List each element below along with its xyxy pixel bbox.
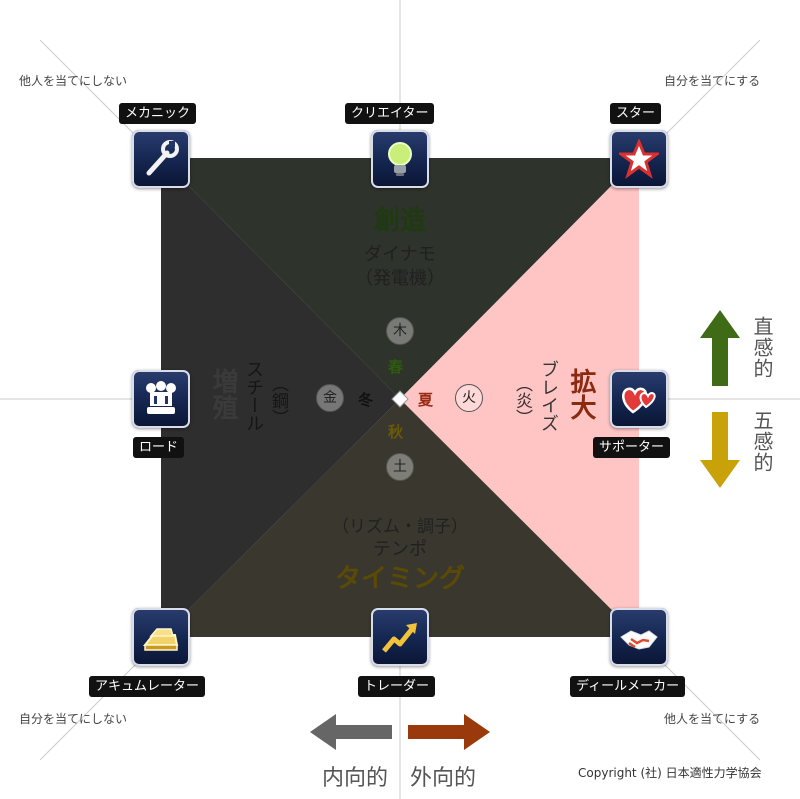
extrovert-arrow-icon <box>408 714 490 750</box>
left-triangle-shade <box>161 158 400 637</box>
intuitive-label: 直感的 <box>750 316 774 379</box>
chess-crown-icon[interactable] <box>132 370 190 428</box>
top-left-note: 他人を当てにしない <box>19 74 128 88</box>
badge-dealmaker[interactable]: ディールメーカー <box>570 676 686 697</box>
metal-circle: 金 <box>316 384 344 412</box>
left-sub: スチール <box>243 360 264 432</box>
introvert-arrow-icon <box>310 714 392 750</box>
badge-creator[interactable]: クリエイター <box>345 103 435 124</box>
sensory-label: 五感的 <box>750 410 774 473</box>
bottom-sub2: （リズム・調子） <box>332 517 468 537</box>
right-triangle <box>400 158 639 637</box>
star-icon[interactable] <box>610 130 668 188</box>
right-sub: ブレイズ <box>538 360 559 432</box>
badge-lord[interactable]: ロード <box>133 437 185 458</box>
badge-mechanic[interactable]: メカニック <box>119 103 197 124</box>
badge-star[interactable]: スター <box>610 103 662 124</box>
top-sub: ダイナモ <box>364 244 436 265</box>
wrench-icon[interactable] <box>132 130 190 188</box>
badge-trader[interactable]: トレーダー <box>358 676 436 697</box>
bottom-left-note: 自分を当てにしない <box>19 712 128 726</box>
handshake-icon[interactable] <box>610 608 668 666</box>
earth-circle: 土 <box>386 453 414 481</box>
extrovert-label: 外向的 <box>410 766 477 791</box>
wood-circle: 木 <box>386 317 414 345</box>
winter-label: 冬 <box>358 391 374 409</box>
top-right-note: 自分を当てにする <box>664 74 761 88</box>
left-title: 増殖 <box>208 368 238 420</box>
fire-circle: 火 <box>455 384 483 412</box>
intuitive-arrow-icon <box>700 310 740 386</box>
top-triangle <box>161 158 639 399</box>
copyright-text: Copyright (社) 日本適性力学協会 <box>578 766 762 780</box>
bottom-title: タイミング <box>334 564 465 594</box>
introvert-label: 内向的 <box>322 766 389 791</box>
top-title: 創造 <box>373 206 426 236</box>
autumn-label: 秋 <box>388 423 404 441</box>
summer-label: 夏 <box>418 391 434 409</box>
spring-label: 春 <box>388 358 404 376</box>
right-sub2: （炎） <box>512 375 532 426</box>
top-sub2: （発電機） <box>355 268 445 289</box>
bottom-triangle <box>161 399 639 637</box>
lightbulb-icon[interactable] <box>371 130 429 188</box>
hearts-icon[interactable] <box>610 370 668 428</box>
left-sub2: （鋼） <box>268 375 288 426</box>
bottom-right-note: 他人を当てにする <box>664 712 761 726</box>
sensory-arrow-icon <box>700 412 740 488</box>
gold-bar-icon[interactable] <box>132 608 190 666</box>
trend-arrow-icon[interactable] <box>371 608 429 666</box>
right-title: 拡大 <box>566 368 596 420</box>
center-diamond-icon <box>391 390 409 408</box>
badge-accumulator[interactable]: アキュムレーター <box>89 676 206 697</box>
bottom-sub: テンポ <box>373 539 427 560</box>
badge-supporter[interactable]: サポーター <box>593 437 671 458</box>
